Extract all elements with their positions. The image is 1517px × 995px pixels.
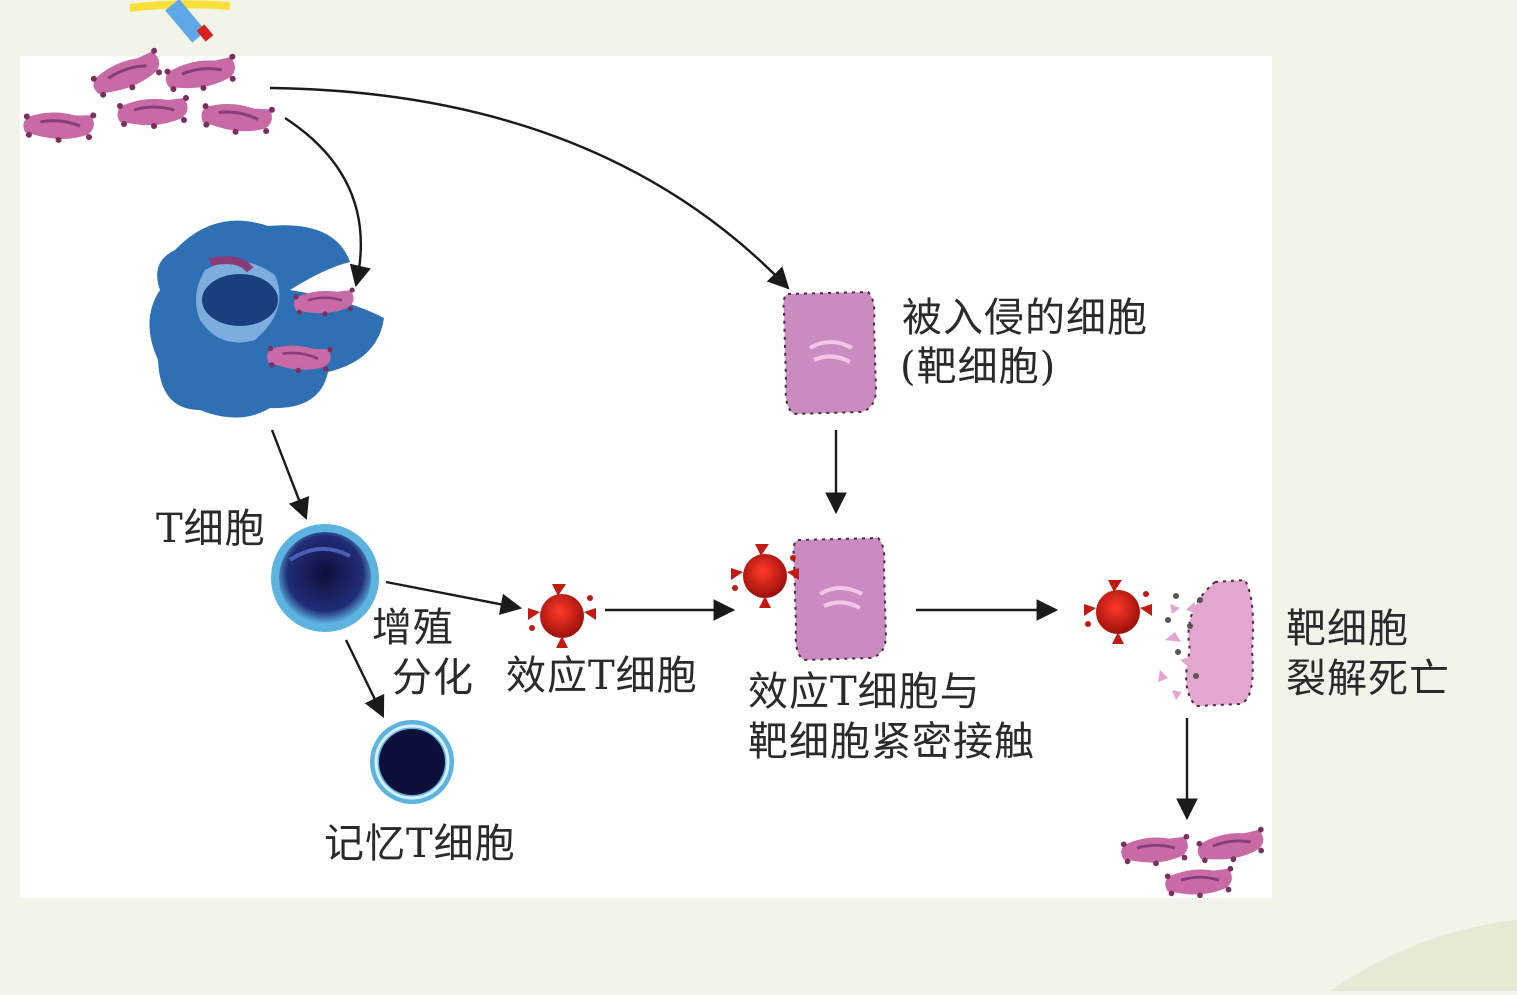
effector-t-cell xyxy=(528,584,596,648)
invaded-target-cell xyxy=(781,290,878,416)
arrow-pathogen-to-macrophage xyxy=(284,116,371,288)
label-lysis-line2: 裂解死亡 xyxy=(1286,656,1450,702)
macrophage-cell xyxy=(149,220,384,418)
label-proliferate: 增殖 xyxy=(372,605,454,651)
arrow-t-cell-to-memory xyxy=(344,639,385,718)
memory-t-cell xyxy=(370,720,454,804)
released-pathogens xyxy=(1119,825,1269,900)
t-cell xyxy=(271,524,379,632)
syringe-icon xyxy=(129,0,231,43)
label-memory-t-cell: 记忆T细胞 xyxy=(324,821,516,867)
lysing-target-cell xyxy=(1084,578,1255,708)
label-contact-line1: 效应T细胞与 xyxy=(748,669,981,715)
effector-target-contact xyxy=(731,536,888,662)
pathogen-cluster xyxy=(19,45,277,149)
arrow-pathogen-to-target xyxy=(269,86,790,290)
label-invaded-cell: 被入侵的细胞 xyxy=(902,295,1148,341)
label-target-cell: (靶细胞) xyxy=(900,344,1057,390)
arrow-t-cell-to-effector xyxy=(385,580,523,615)
label-effector-t-cell: 效应T细胞 xyxy=(506,653,698,699)
label-lysis-line1: 靶细胞 xyxy=(1286,606,1409,652)
arrow-macrophage-to-t-cell xyxy=(270,429,310,521)
label-contact-line2: 靶细胞紧密接触 xyxy=(748,719,1035,765)
diagram-panel xyxy=(20,56,1272,898)
label-differentiate: 分化 xyxy=(392,655,474,701)
label-t-cell: T细胞 xyxy=(156,506,266,552)
